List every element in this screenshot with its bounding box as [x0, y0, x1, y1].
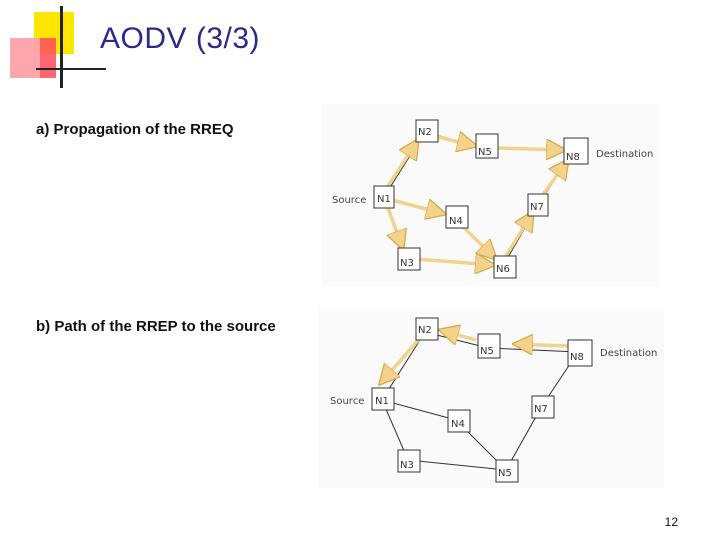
- node-n3: N3: [397, 247, 421, 271]
- node-label: N7: [530, 202, 544, 213]
- logo-vertical-line: [60, 6, 63, 88]
- node-label: N3: [400, 258, 414, 269]
- node-n2: N2: [415, 119, 439, 143]
- node-label: N5: [498, 468, 512, 479]
- node-label: N8: [566, 152, 580, 163]
- link-n5-n8: [487, 347, 579, 353]
- node-label: N4: [449, 216, 463, 227]
- node-label: N1: [377, 194, 391, 205]
- arrow-n1-to-n2: [386, 140, 418, 187]
- node-n8: N8: [567, 339, 593, 367]
- node-n5: N5: [475, 133, 499, 159]
- arrow-n2-to-n5: [433, 136, 476, 146]
- node-n4: N4: [447, 409, 471, 433]
- node-label: N5: [480, 346, 494, 357]
- arrow-n3-to-n6: [414, 259, 494, 265]
- node-label: N2: [418, 325, 432, 336]
- node-n6: N5: [495, 459, 519, 483]
- node-label: N1: [375, 396, 389, 407]
- caption-rrep-path: b) Path of the RREP to the source: [36, 318, 276, 335]
- node-n1: N1: [371, 387, 395, 411]
- arrow-n5-to-n8: [493, 148, 565, 150]
- node-label: N6: [496, 264, 510, 275]
- diagram-a-nodes: N1 N2 N3 N4 N5 N6: [332, 119, 653, 279]
- node-n7: N7: [527, 193, 549, 217]
- node-n4: N4: [445, 205, 469, 229]
- arrow-n5-to-n2: [440, 330, 477, 340]
- node-label: N4: [451, 419, 465, 430]
- page-number: 12: [664, 515, 678, 529]
- source-label: Source: [330, 396, 364, 407]
- arrow-n7-to-n8: [540, 160, 568, 198]
- destination-label: Destination: [596, 149, 653, 160]
- diagram-b-nodes: N1 N2 N3 N4 N5 N5: [330, 317, 657, 483]
- arrow-n2-to-n1: [380, 336, 422, 384]
- arrow-n1-to-n3: [386, 207, 403, 249]
- arrow-n6-to-n7: [504, 212, 533, 257]
- arrow-n8-to-n5: [514, 344, 569, 346]
- link-n3-n6: [407, 459, 507, 471]
- logo-horizontal-line: [36, 68, 106, 70]
- arrow-n1-to-n4: [391, 198, 445, 214]
- node-label: N7: [534, 404, 548, 415]
- node-n6: N6: [493, 255, 517, 279]
- destination-label: Destination: [600, 348, 657, 359]
- node-label: N5: [478, 147, 492, 158]
- logo-pink-square: [10, 38, 40, 78]
- node-n3: N3: [397, 449, 421, 473]
- node-n8: N8: [563, 137, 589, 165]
- caption-rreq-propagation: a) Propagation of the RREQ: [36, 121, 234, 138]
- slide-title: AODV (3/3): [100, 22, 261, 55]
- node-n2: N2: [415, 317, 439, 341]
- node-n5: N5: [477, 333, 501, 359]
- node-label: N3: [400, 460, 414, 471]
- node-n1: N1: [373, 185, 395, 209]
- node-n7: N7: [531, 395, 555, 419]
- source-label: Source: [332, 195, 366, 206]
- diagram-a-arrows: [386, 136, 568, 265]
- diagram-b-arrows: [380, 330, 569, 384]
- node-label: N8: [570, 352, 584, 363]
- node-label: N2: [418, 127, 432, 138]
